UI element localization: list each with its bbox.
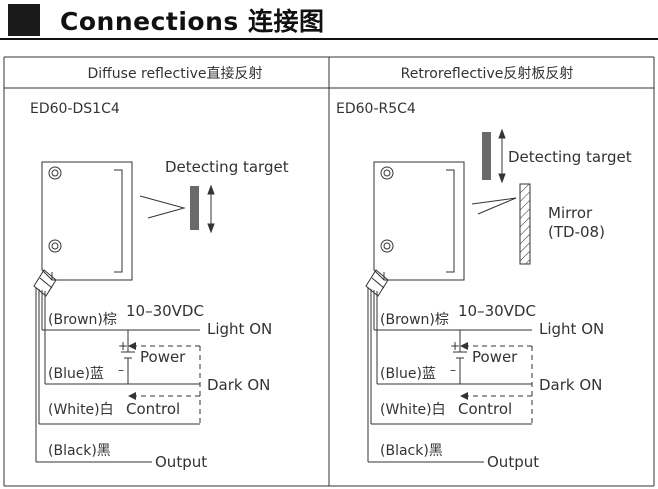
right-mirror-model: (TD-08) [548,223,605,241]
sensor-body [41,161,133,281]
right-white: (White)白 [380,402,446,418]
target-arrow-icon [498,128,506,184]
wires [367,288,532,463]
right-power: Power [472,348,518,366]
left-light-on: Light ON [207,320,272,338]
cable-gland [365,269,389,297]
sensor-body [373,161,465,281]
dark-on-arrow-icon [460,392,468,400]
dark-on-arrow-icon [128,392,136,400]
left-output: Output [155,453,207,471]
left-power: Power [140,348,186,366]
right-heading: Retroreflective反射板反射 [401,66,574,82]
light-on-arrow-icon [460,342,468,350]
load-dashed [468,345,533,424]
right-model: ED60-R5C4 [336,101,416,117]
beam-lines [471,197,517,215]
left-white: (White)白 [48,402,114,418]
right-panel: Retroreflective反射板反射 ED60-R5C4 Detecting… [336,66,632,471]
right-light-on: Light ON [539,320,604,338]
left-heading: Diffuse reflective直接反射 [87,65,262,82]
left-voltage: 10–30VDC [126,302,204,320]
right-brown: (Brown)棕 [380,312,449,328]
detecting-target-block [190,186,199,230]
left-black: (Black)黑 [48,443,111,459]
left-panel: Diffuse reflective直接反射 ED60-DS1C4 Detect… [30,65,289,471]
power-battery-icon [121,330,135,384]
page-title: Connections 连接图 [60,7,325,36]
right-target-label: Detecting target [508,148,632,166]
target-arrow-icon [207,184,215,234]
right-black: (Black)黑 [380,443,443,459]
right-control: Control [458,400,512,418]
right-dark-on: Dark ON [539,376,602,394]
header: Connections 连接图 [0,0,658,40]
right-output: Output [487,453,539,471]
left-target-label: Detecting target [165,158,289,176]
load-dashed [136,345,201,424]
right-minus: – [450,363,456,377]
table-frame [3,56,655,487]
right-voltage: 10–30VDC [458,302,536,320]
left-brown: (Brown)棕 [48,312,117,328]
right-plus: + [450,339,460,353]
right-blue: (Blue)蓝 [380,366,436,382]
left-control: Control [126,400,180,418]
mirror-reflector [519,183,531,265]
detecting-target-block [482,132,491,180]
left-plus: + [118,339,128,353]
left-blue: (Blue)蓝 [48,366,104,382]
left-model: ED60-DS1C4 [30,101,120,117]
cable-gland [33,269,57,297]
right-mirror: Mirror [548,204,593,222]
light-on-arrow-icon [128,342,136,350]
wires [35,288,200,463]
header-rule [0,38,658,40]
beam-lines [139,195,186,219]
power-battery-icon [453,330,467,384]
left-minus: – [118,363,124,377]
header-square-icon [8,4,40,36]
left-dark-on: Dark ON [207,376,270,394]
